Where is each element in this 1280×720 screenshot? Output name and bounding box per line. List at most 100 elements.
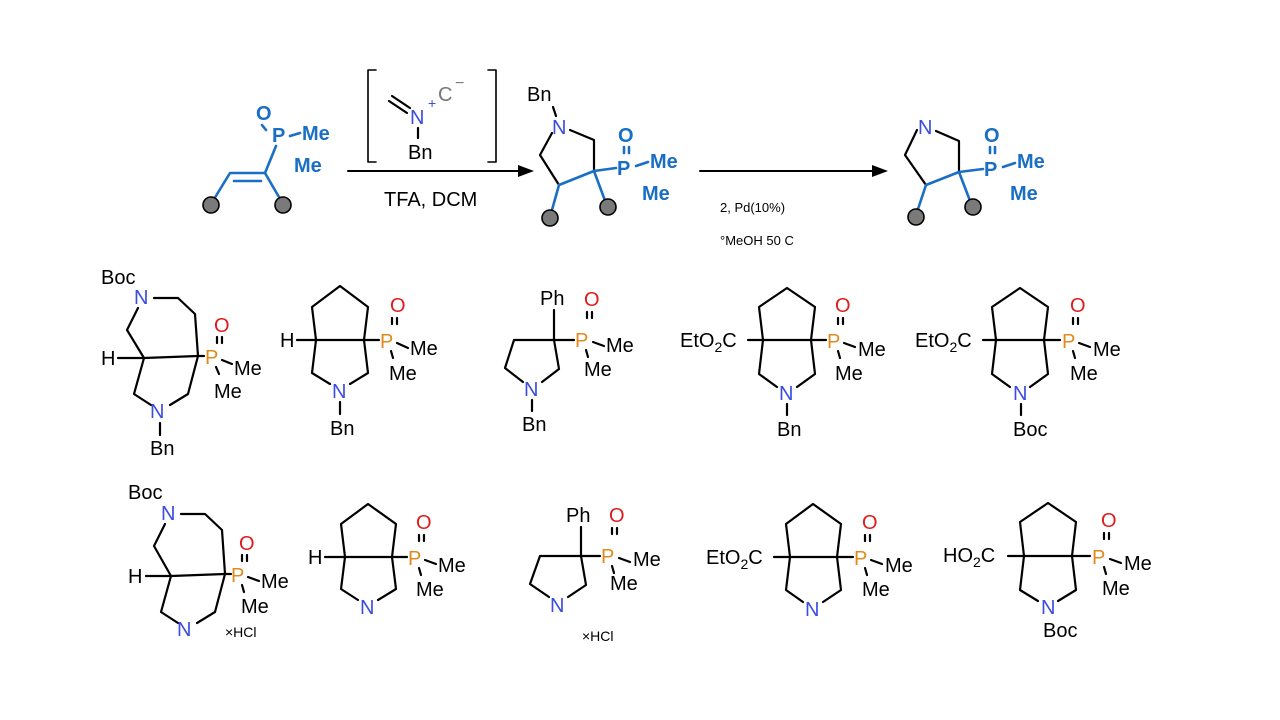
nitrogen-label: N	[134, 287, 148, 309]
azomethine-ylide-reagent: N + C − Bn	[367, 69, 497, 164]
step1-conditions: TFA, DCM	[384, 189, 477, 211]
methyl-label: Me	[214, 381, 242, 403]
step2-conditions-catalyst: 2, Pd(10%)	[720, 200, 785, 215]
carbon-label: C	[438, 84, 452, 106]
boc-label: Boc	[101, 267, 135, 289]
methyl-label: Me	[294, 155, 322, 177]
product-r2-3: Ph N O P Me Me ×HCl	[528, 505, 661, 644]
methyl-label: Me	[835, 363, 863, 385]
nitrogen-label: N	[177, 619, 191, 641]
methyl-label: Me	[1102, 578, 1130, 600]
oxygen-label: O	[609, 505, 625, 527]
boc-label: Boc	[1013, 419, 1047, 441]
methyl-label: Me	[1093, 339, 1121, 361]
hydrogen-label: H	[280, 330, 294, 352]
methyl-label: Me	[584, 359, 612, 381]
phosphorus-label: P	[827, 331, 840, 353]
ester-label: EtO2C	[915, 330, 972, 355]
acid-label: HO2C	[943, 545, 995, 570]
oxygen-label: O	[584, 289, 600, 311]
substituent-ball	[599, 198, 617, 216]
nitrogen-label: N	[360, 597, 374, 619]
methyl-label: Me	[610, 573, 638, 595]
oxygen-label: O	[835, 295, 851, 317]
boc-label: Boc	[128, 482, 162, 504]
hcl-salt-label: ×HCl	[225, 624, 257, 640]
phosphorus-label: P	[1092, 547, 1105, 569]
step2-conditions-solvent: °MeOH 50 C	[720, 233, 794, 248]
oxygen-label: O	[1070, 295, 1086, 317]
phosphorus-label: P	[854, 548, 867, 570]
methyl-label: Me	[858, 339, 886, 361]
methyl-label: Me	[389, 363, 417, 385]
hydrogen-label: H	[128, 566, 142, 588]
methyl-label: Me	[1124, 553, 1152, 575]
oxygen-label: O	[416, 512, 432, 534]
substituent-ball	[202, 196, 220, 214]
phosphorus-label: P	[575, 330, 588, 352]
product-r2-2: H N O P Me Me	[308, 502, 466, 619]
phosphorus-label: P	[205, 347, 218, 369]
hydrogen-label: H	[101, 348, 115, 370]
product-r1-1: Boc N H N Bn O P Me Me	[101, 267, 262, 460]
intermediate-pyrrolidine: Bn N O P Me Me	[527, 84, 678, 227]
methyl-label: Me	[633, 549, 661, 571]
methyl-label: Me	[410, 338, 438, 360]
plus-charge: +	[428, 95, 436, 111]
hydrogen-label: H	[308, 547, 322, 569]
phosphorus-label: P	[231, 565, 244, 587]
nitrogen-label: N	[524, 379, 538, 401]
substituent-ball	[541, 209, 559, 227]
methyl-label: Me	[438, 555, 466, 577]
methyl-label: Me	[234, 358, 262, 380]
oxygen-label: O	[1101, 510, 1117, 532]
reaction-arrow-2	[699, 165, 888, 177]
benzyl-label: Bn	[522, 414, 546, 436]
product-r1-4: EtO2C N Bn O P Me Me	[680, 286, 886, 441]
nitrogen-label: N	[779, 383, 793, 405]
phenyl-label: Ph	[566, 505, 590, 527]
methyl-label: Me	[302, 123, 330, 145]
phosphorus-label: P	[380, 331, 393, 353]
substituent-ball	[907, 208, 925, 226]
deprotected-pyrrolidine: N O P Me Me	[903, 117, 1045, 226]
nitrogen-label: N	[332, 381, 346, 403]
product-r2-1: Boc N H N O P Me Me ×HCl	[128, 482, 289, 641]
nitrogen-label: N	[410, 107, 424, 129]
oxygen-label: O	[984, 125, 1000, 147]
nitrogen-label: N	[552, 117, 566, 139]
phosphorus-label: P	[272, 125, 285, 147]
oxygen-label: O	[618, 125, 634, 147]
oxygen-label: O	[390, 295, 406, 317]
oxygen-label: O	[214, 315, 230, 337]
methyl-label: Me	[642, 183, 670, 205]
nitrogen-label: N	[1013, 383, 1027, 405]
starting-vinylphosphine-oxide: O P Me Me	[202, 103, 330, 214]
phosphorus-label: P	[408, 548, 421, 570]
phosphorus-label: P	[617, 158, 630, 180]
oxygen-label: O	[256, 103, 272, 125]
product-r1-3: Ph N Bn O P Me Me	[503, 288, 634, 436]
nitrogen-label: N	[150, 401, 164, 423]
boc-label: Boc	[1043, 620, 1077, 642]
benzyl-label: Bn	[408, 142, 432, 164]
product-r2-5: HO2C N Boc O P Me Me	[943, 501, 1152, 642]
benzyl-label: Bn	[777, 419, 801, 441]
nitrogen-label: N	[161, 503, 175, 525]
substituent-ball	[964, 198, 982, 216]
methyl-label: Me	[862, 579, 890, 601]
methyl-label: Me	[885, 555, 913, 577]
product-r2-4: EtO2C N O P Me Me	[706, 502, 913, 621]
product-r1-2: H N Bn O P Me Me	[280, 284, 438, 440]
reaction-arrow-1	[347, 165, 534, 177]
phosphorus-label: P	[601, 546, 614, 568]
methyl-label: Me	[1017, 151, 1045, 173]
minus-charge: −	[455, 75, 464, 92]
oxygen-label: O	[862, 512, 878, 534]
nitrogen-label: N	[1041, 597, 1055, 619]
benzyl-label: Bn	[527, 84, 551, 106]
hcl-salt-label: ×HCl	[582, 628, 614, 644]
ester-label: EtO2C	[680, 330, 737, 355]
benzyl-label: Bn	[330, 418, 354, 440]
methyl-label: Me	[261, 571, 289, 593]
